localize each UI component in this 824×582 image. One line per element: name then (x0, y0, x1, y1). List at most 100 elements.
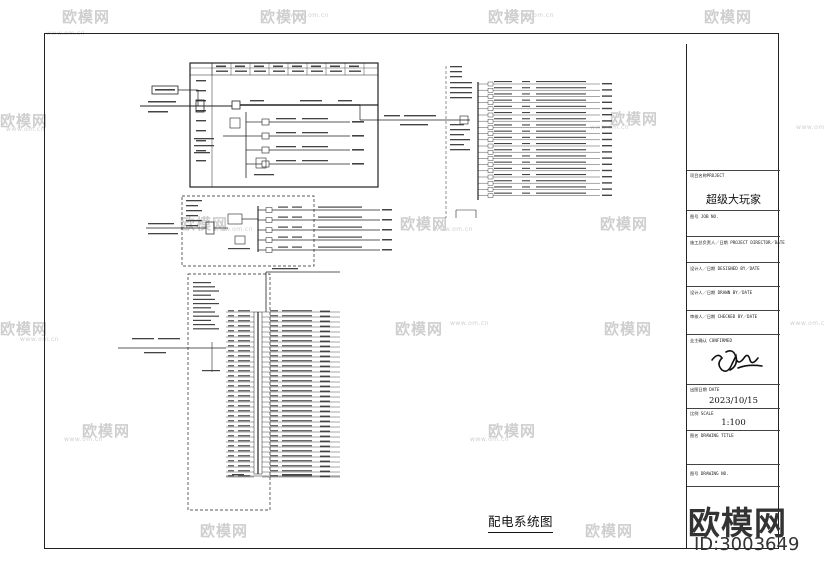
right-branch-text (522, 143, 530, 145)
title-label: 施工总负责人／日期 PROJECT DIRECTOR／DATE (690, 240, 785, 245)
right-branch-text (536, 124, 586, 126)
lower-incoming-text (272, 268, 298, 270)
lower-branch-text (282, 420, 312, 422)
lower-branch-label (320, 360, 330, 363)
lower-spec-text (193, 324, 215, 326)
right-branch-text (522, 87, 530, 89)
right-branch-text (536, 143, 586, 145)
sub-panel-spec-text (186, 220, 202, 222)
branch-breaker (261, 132, 270, 140)
right-branch-text (536, 149, 586, 151)
lower-branch-id (228, 390, 234, 392)
lower-branch-spec (238, 375, 250, 377)
right-branch-spec (494, 93, 512, 95)
lower-branch-label (320, 385, 330, 388)
title-label: 比例 SCALE (690, 411, 714, 416)
lower-branch-text (282, 400, 312, 402)
lower-branch-id (228, 350, 234, 352)
lower-branch-label (320, 320, 330, 323)
lower-branch-label (320, 465, 330, 468)
branch-label (352, 121, 364, 123)
sub-branch-text (292, 226, 302, 228)
right-spec-text (450, 144, 464, 146)
branch-spec-text (302, 146, 328, 148)
title-row-date: 出图日期 DATE (687, 384, 780, 408)
header-text-placeholder (349, 70, 361, 72)
title-label: 项目名称PROJECT (690, 173, 725, 178)
lower-branch-id (228, 395, 234, 397)
lower-branch-spec (238, 440, 250, 442)
branch-spec-text (302, 160, 328, 162)
right-branch-text (522, 186, 530, 188)
lower-branch-text (282, 460, 312, 462)
title-row-project: 项目名称PROJECT (687, 170, 780, 190)
right-panel-header-text (450, 71, 462, 73)
right-branch-label (602, 169, 612, 172)
right-spec-text (450, 124, 464, 126)
lower-branch-spec (238, 325, 250, 327)
sub-branch-text (278, 236, 288, 238)
right-branch-text (536, 192, 586, 194)
lower-spec-text (193, 290, 219, 292)
right-branch-breaker (487, 125, 494, 130)
lower-feeder-text (132, 338, 154, 340)
right-branch-spec (494, 99, 512, 101)
right-branch-text (536, 112, 586, 114)
right-branch-text (536, 174, 586, 176)
right-branch-spec (494, 130, 512, 132)
lower-branch-text (282, 390, 312, 392)
lower-branch-text (282, 450, 312, 452)
lower-branch-id (228, 435, 234, 437)
sheet-border (44, 33, 779, 549)
right-branch-breaker (487, 106, 494, 112)
lower-branch-text (282, 425, 312, 427)
lower-branch-id (228, 355, 234, 357)
lower-branch-id (228, 420, 234, 422)
lower-branch-text (270, 430, 278, 432)
lower-branch-text (282, 474, 312, 476)
lower-branch-id (228, 430, 234, 432)
right-branch-text (536, 105, 586, 107)
lower-branch-id (228, 405, 234, 407)
lower-branch-text (282, 470, 312, 472)
lower-branch-text (270, 440, 278, 442)
lower-branch-text (282, 385, 312, 387)
right-branch-breaker (487, 174, 494, 180)
header-text-placeholder (349, 65, 359, 68)
lower-panel-group (118, 268, 340, 511)
lower-branch-spec (238, 385, 250, 387)
lower-branch-text (270, 405, 278, 407)
lower-branch-text (270, 410, 278, 412)
lower-spec-text (193, 294, 211, 296)
lower-branch-spec (238, 410, 250, 412)
title-row-scale: 比例 SCALE (687, 408, 780, 430)
title-row-director: 施工总负责人／日期 PROJECT DIRECTOR／DATE (687, 236, 785, 262)
lower-branch-text (270, 445, 278, 447)
main-panel-frame (189, 62, 379, 188)
right-branch-label (602, 126, 612, 128)
lower-branch-text (270, 365, 278, 367)
header-text-placeholder (254, 70, 266, 72)
sub-panel-spec-text (186, 215, 198, 217)
branch-spec-text (194, 145, 214, 147)
right-spec-text (450, 149, 470, 151)
right-panel-header-text (450, 76, 462, 78)
right-branch-label (602, 120, 612, 122)
lower-branch-spec (238, 330, 250, 332)
lower-branch-id (228, 470, 234, 472)
right-branch-text (522, 93, 530, 95)
lower-branch-text (270, 470, 278, 472)
right-branch-text (522, 167, 530, 169)
sub-panel-spec-text (186, 205, 198, 207)
title-row-drawing-no: 图号 DRAWING NO. (687, 464, 780, 486)
lower-branch-text (282, 455, 312, 457)
right-branch-spec (494, 174, 512, 176)
lower-branch-spec (238, 445, 250, 447)
sub-branch-breaker (265, 227, 273, 233)
lower-branch-id (228, 465, 234, 467)
lower-branch-label (320, 425, 330, 428)
title-label: 审核人／日期 CHECKED BY／DATE (690, 314, 758, 319)
lower-branch-text (282, 345, 312, 347)
lower-branch-spec (238, 345, 250, 347)
